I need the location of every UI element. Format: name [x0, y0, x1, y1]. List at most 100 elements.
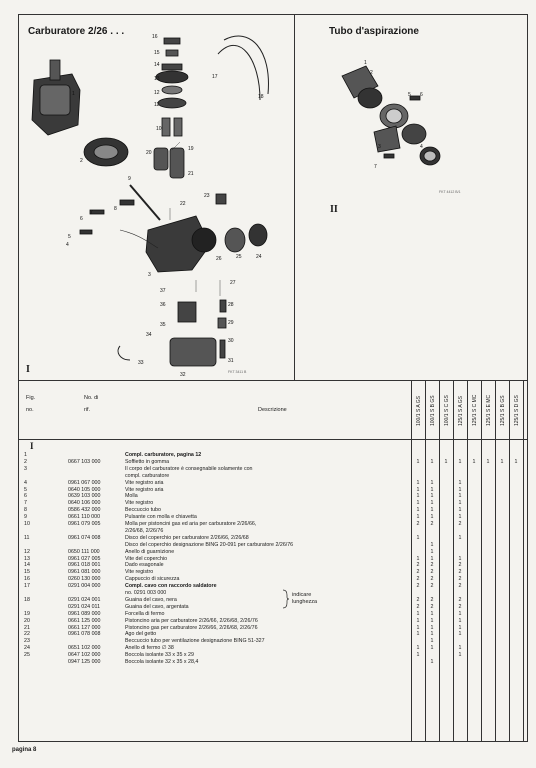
callout-33: 33 [138, 360, 144, 366]
quantity-cell: 1 [458, 652, 462, 659]
quantity-cell: 1 [416, 486, 420, 493]
fig-number: 10 [24, 521, 30, 527]
quantity-cell: 1 [458, 458, 462, 465]
callout-30: 30 [228, 338, 234, 344]
fig-number: 8 [24, 507, 27, 514]
callout-22: 22 [180, 201, 186, 207]
header-fig: Fig. [26, 395, 36, 401]
callout-9: 9 [128, 176, 131, 182]
part-description: Pistoncino aria per carburatore 2/26/66,… [125, 617, 258, 624]
callout-13: 13 [154, 76, 160, 82]
diagram-callouts-right: 1 2 3 4 5 6 7 [364, 60, 423, 170]
quantity-cell: 1 [458, 514, 462, 521]
quantity-cell: 1 [430, 638, 434, 645]
fig-number: 19 [24, 610, 30, 617]
figure-code-right: FKT 4412 B/1 [439, 190, 461, 194]
quantity-cell: 1 [416, 479, 420, 486]
quantity-cell: 1 [458, 610, 462, 617]
callout-27: 27 [230, 280, 236, 286]
part-number: 0961 081 000 [68, 569, 101, 576]
part-number: 0291 024 001 [68, 596, 101, 603]
table-header [18, 380, 528, 440]
quantity-cell: 1 [514, 458, 518, 465]
quantity-cell: 1 [430, 507, 434, 514]
quantity-cell: 2 [416, 521, 420, 527]
panel-divider-horizontal [18, 380, 528, 381]
part-number: 0961 079 005 [68, 521, 101, 527]
header-desc: Descrizione [258, 407, 287, 413]
part-number: 0661 125 000 [68, 617, 101, 624]
part-description: Il corpo del carburatore è consegnabile … [125, 465, 253, 472]
callout-19: 19 [188, 146, 194, 152]
part-description: Vite registro [125, 569, 154, 576]
table-row: Disco del coperchio designazione BING 20… [0, 542, 536, 549]
callout-35: 35 [160, 322, 166, 328]
part-description: Vite registro aria [125, 479, 164, 486]
callout-28: 28 [228, 302, 234, 308]
header-rif: rif. [84, 407, 91, 413]
quantity-cell: 1 [458, 486, 462, 493]
model-header: 100/1 S B GS [430, 395, 436, 426]
part-description: Anello di guarnizione [125, 548, 175, 555]
quantity-cell: 1 [430, 486, 434, 493]
quantity-cell: 1 [430, 659, 434, 665]
rcallout-2: 2 [370, 70, 373, 76]
quantity-cell: 1 [430, 514, 434, 521]
quantity-cell: 1 [458, 500, 462, 507]
quantity-cell: 1 [430, 541, 434, 548]
part-number: 0961 089 000 [68, 610, 101, 617]
model-header: 125/1 S A GS [458, 395, 464, 426]
fig-number: 17 [24, 583, 30, 590]
callout-2: 2 [80, 158, 83, 164]
quantity-cell: 1 [458, 617, 462, 624]
part-description: Vite registro aria [125, 486, 164, 493]
callout-4: 4 [66, 242, 69, 248]
callout-20: 20 [146, 150, 152, 156]
quantity-cell: 1 [416, 507, 420, 514]
part-description: Ago del getto [125, 631, 157, 638]
part-description: no. 0291 003 000 [125, 590, 167, 596]
fig-number: 22 [24, 631, 30, 638]
rcallout-3: 3 [378, 144, 381, 150]
quantity-cell: 2 [430, 569, 434, 576]
rcallout-6: 6 [420, 92, 423, 98]
quantity-cell: 1 [458, 631, 462, 638]
table-row: 2/26/68, 2/26/76 [0, 528, 536, 535]
callout-31: 31 [228, 358, 234, 364]
quantity-cell: 2 [458, 562, 462, 569]
table-row: no. 0291 003 000 [0, 590, 536, 597]
fig-number: 23 [24, 638, 30, 645]
fig-number: 14 [24, 562, 30, 569]
part-description: Guaina del cavo, argentata [125, 603, 189, 610]
qty-col-sep [495, 380, 496, 742]
part-description: Vite registro [125, 500, 154, 507]
quantity-cell: 1 [458, 555, 462, 562]
qty-col-sep [453, 380, 454, 742]
diagram-label-ii: II [330, 204, 338, 215]
quantity-cell: 1 [472, 458, 476, 465]
quantity-cell: 1 [416, 493, 420, 500]
quantity-cell: 1 [416, 652, 420, 659]
qty-col-sep [439, 380, 440, 742]
brace-text-1: indicare [292, 592, 312, 598]
callout-10: 10 [156, 126, 162, 132]
page-frame [18, 14, 528, 742]
quantity-cell: 1 [430, 610, 434, 617]
quantity-cell: 1 [430, 624, 434, 631]
model-header: 100/1 S C GS [444, 395, 450, 426]
fig-number: 4 [24, 479, 27, 486]
quantity-cell: 2 [430, 521, 434, 527]
part-description: Soffietto in gomma [125, 458, 170, 465]
part-description: Forcella di fermo [125, 610, 165, 617]
page-number: pagina 8 [12, 747, 37, 753]
callout-26: 26 [216, 256, 222, 262]
quantity-cell: 1 [416, 514, 420, 521]
